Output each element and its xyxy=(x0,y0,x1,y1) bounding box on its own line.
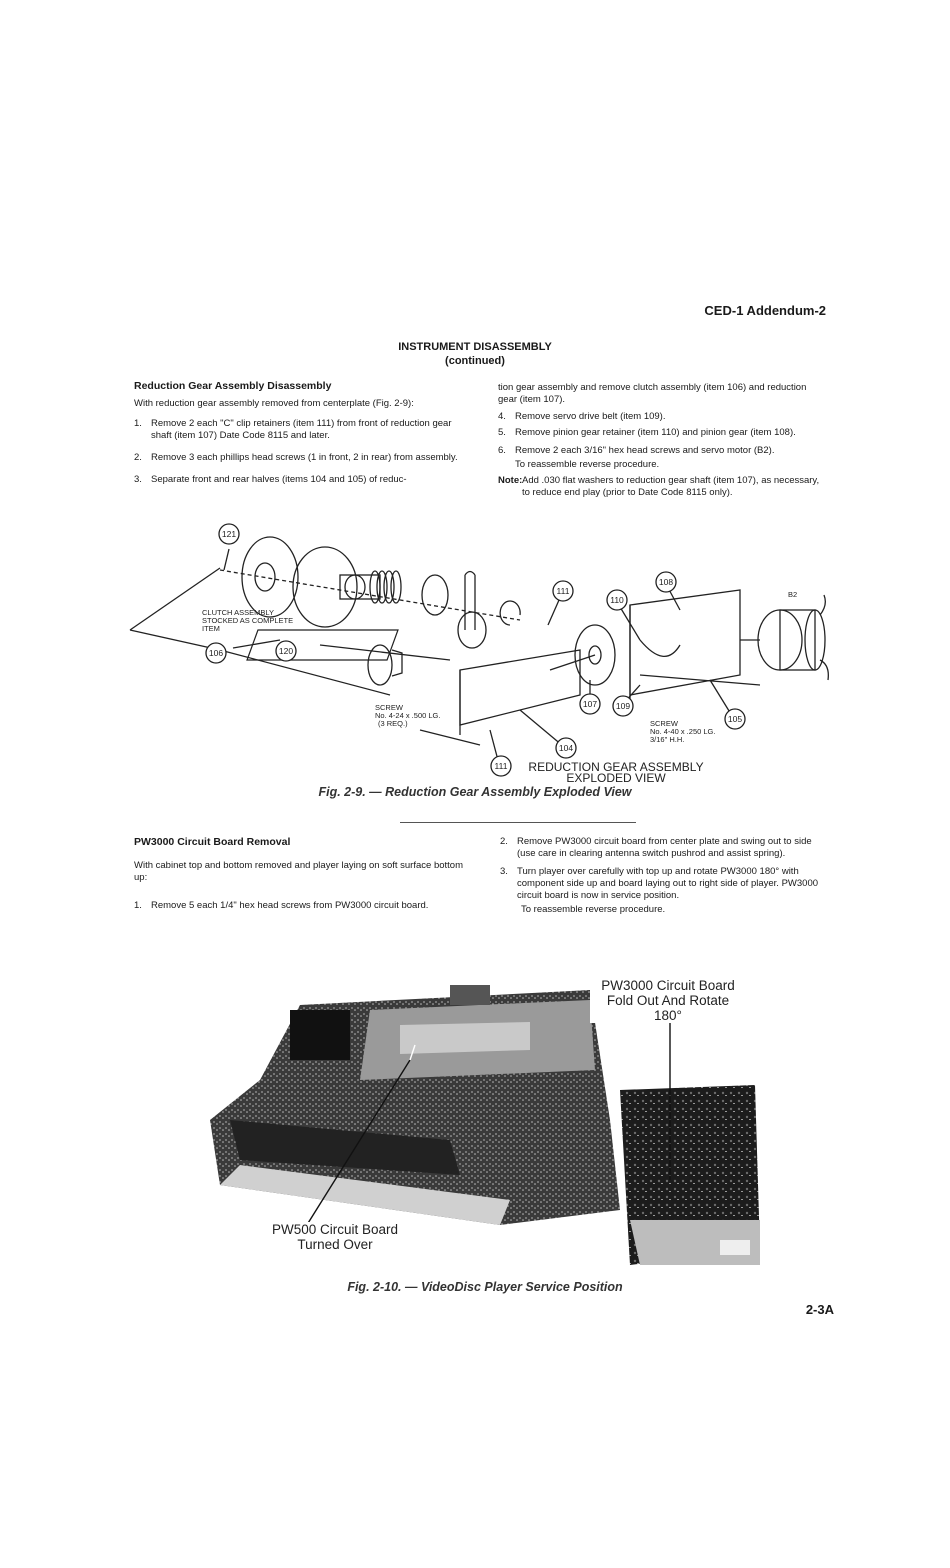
callout-105: 105 xyxy=(728,714,742,724)
label-pw500-line2: Turned Over xyxy=(297,1237,373,1252)
figure-2-9-caption: Fig. 2-9. — Reduction Gear Assembly Expl… xyxy=(318,785,632,799)
reduction-steps-right: 4.Remove servo drive belt (item 109). 5.… xyxy=(498,411,828,457)
pw3000-left-column: PW3000 Circuit Board Removal With cabine… xyxy=(134,836,470,918)
step-3: 3.Separate front and rear halves (items … xyxy=(134,474,407,485)
pw-step-3: 3.Turn player over carefully with top up… xyxy=(500,866,819,901)
reduction-steps-left: 1.Remove 2 each "C" clip retainers (item… xyxy=(134,418,470,486)
label-pw3000-line1: PW3000 Circuit Board xyxy=(601,978,735,993)
section-divider xyxy=(400,822,636,823)
pw3000-right-column: 2.Remove PW3000 circuit board from cente… xyxy=(500,836,830,916)
clutch-label-1: CLUTCH ASSEMBLY xyxy=(202,608,274,617)
videodisc-player-photo xyxy=(210,985,760,1265)
reduction-reassemble: To reassemble reverse procedure. xyxy=(515,459,660,470)
step-1: 1.Remove 2 each "C" clip retainers (item… xyxy=(134,418,452,441)
label-pw3000-line2: Fold Out And Rotate xyxy=(606,993,730,1008)
reduction-heading: Reduction Gear Assembly Disassembly xyxy=(134,380,332,392)
section-title-line2: (continued) xyxy=(445,355,505,367)
callout-121: 121 xyxy=(222,529,236,539)
page-number: 2-3A xyxy=(805,1302,834,1317)
callout-109: 109 xyxy=(616,701,630,711)
screw1-label-3: (3 REQ.) xyxy=(378,719,408,728)
section-title-line1: INSTRUMENT DISASSEMBLY xyxy=(398,341,552,353)
clutch-label-3: ITEM xyxy=(202,624,220,633)
label-pw500: PW500 Circuit Board Turned Over xyxy=(255,1222,415,1252)
motor-label: B2 xyxy=(788,590,797,599)
callout-106: 106 xyxy=(209,648,223,658)
callout-107: 107 xyxy=(583,699,597,709)
reduction-intro: With reduction gear assembly removed fro… xyxy=(134,398,414,409)
callout-111-top: 111 xyxy=(557,586,570,596)
pw-step-1: 1.Remove 5 each 1/4" hex head screws fro… xyxy=(134,900,429,911)
pw3000-steps-right: 2.Remove PW3000 circuit board from cente… xyxy=(500,836,830,902)
pw3000-heading: PW3000 Circuit Board Removal xyxy=(134,836,291,848)
step-2: 2.Remove 3 each phillips head screws (1 … xyxy=(134,452,458,463)
screw2-label-2: No. 4-40 x .250 LG. xyxy=(650,727,715,736)
reduction-gear-exploded-view: 121 106 120 111 110 108 107 109 105 104 … xyxy=(129,523,829,777)
exploded-view-title: REDUCTION GEAR ASSEMBLY EXPLODED VIEW xyxy=(510,760,722,785)
step-5: 5.Remove pinion gear retainer (item 110)… xyxy=(498,427,796,438)
label-pw3000-line3: 180° xyxy=(654,1008,682,1023)
section-title: INSTRUMENT DISASSEMBLY (continued) xyxy=(0,340,950,368)
note-text: Add .030 flat washers to reduction gear … xyxy=(522,475,820,498)
pw3000-reassemble: To reassemble reverse procedure. xyxy=(521,904,666,915)
note-label: Note: xyxy=(498,475,523,486)
exploded-title-line2: EXPLODED VIEW xyxy=(566,771,666,785)
callout-111-bottom: 111 xyxy=(495,761,508,771)
reduction-right-column: tion gear assembly and remove clutch ass… xyxy=(498,382,828,499)
page-header: CED-1 Addendum-2 xyxy=(704,303,826,318)
clutch-label-2: STOCKED AS COMPLETE xyxy=(202,616,293,625)
reduction-note: Note: Add .030 flat washers to reduction… xyxy=(498,475,828,499)
screw2-label-3: 3/16" H.H. xyxy=(650,735,684,744)
callout-110: 110 xyxy=(610,595,624,605)
screw1-label-2: No. 4-24 x .500 LG. xyxy=(375,711,440,720)
callout-120: 120 xyxy=(279,646,293,656)
label-pw500-line1: PW500 Circuit Board xyxy=(271,1222,399,1237)
reduction-left-column: Reduction Gear Assembly Disassembly With… xyxy=(134,380,470,492)
figure-2-10-caption: Fig. 2-10. — VideoDisc Player Service Po… xyxy=(347,1280,623,1294)
step-4: 4.Remove servo drive belt (item 109). xyxy=(498,411,666,422)
pw3000-steps-left: 1.Remove 5 each 1/4" hex head screws fro… xyxy=(134,900,470,912)
step-6: 6.Remove 2 each 3/16" hex head screws an… xyxy=(498,445,775,456)
pw3000-intro: With cabinet top and bottom removed and … xyxy=(134,860,463,883)
callout-104: 104 xyxy=(559,743,573,753)
callout-108: 108 xyxy=(659,577,673,587)
screw1-label-1: SCREW xyxy=(375,703,404,712)
label-pw3000: PW3000 Circuit Board Fold Out And Rotate… xyxy=(590,978,746,1023)
screw2-label-1: SCREW xyxy=(650,719,679,728)
reduction-continuation: tion gear assembly and remove clutch ass… xyxy=(498,382,807,405)
pw-step-2: 2.Remove PW3000 circuit board from cente… xyxy=(500,836,812,859)
exploded-title-line1: REDUCTION GEAR ASSEMBLY xyxy=(528,760,704,774)
